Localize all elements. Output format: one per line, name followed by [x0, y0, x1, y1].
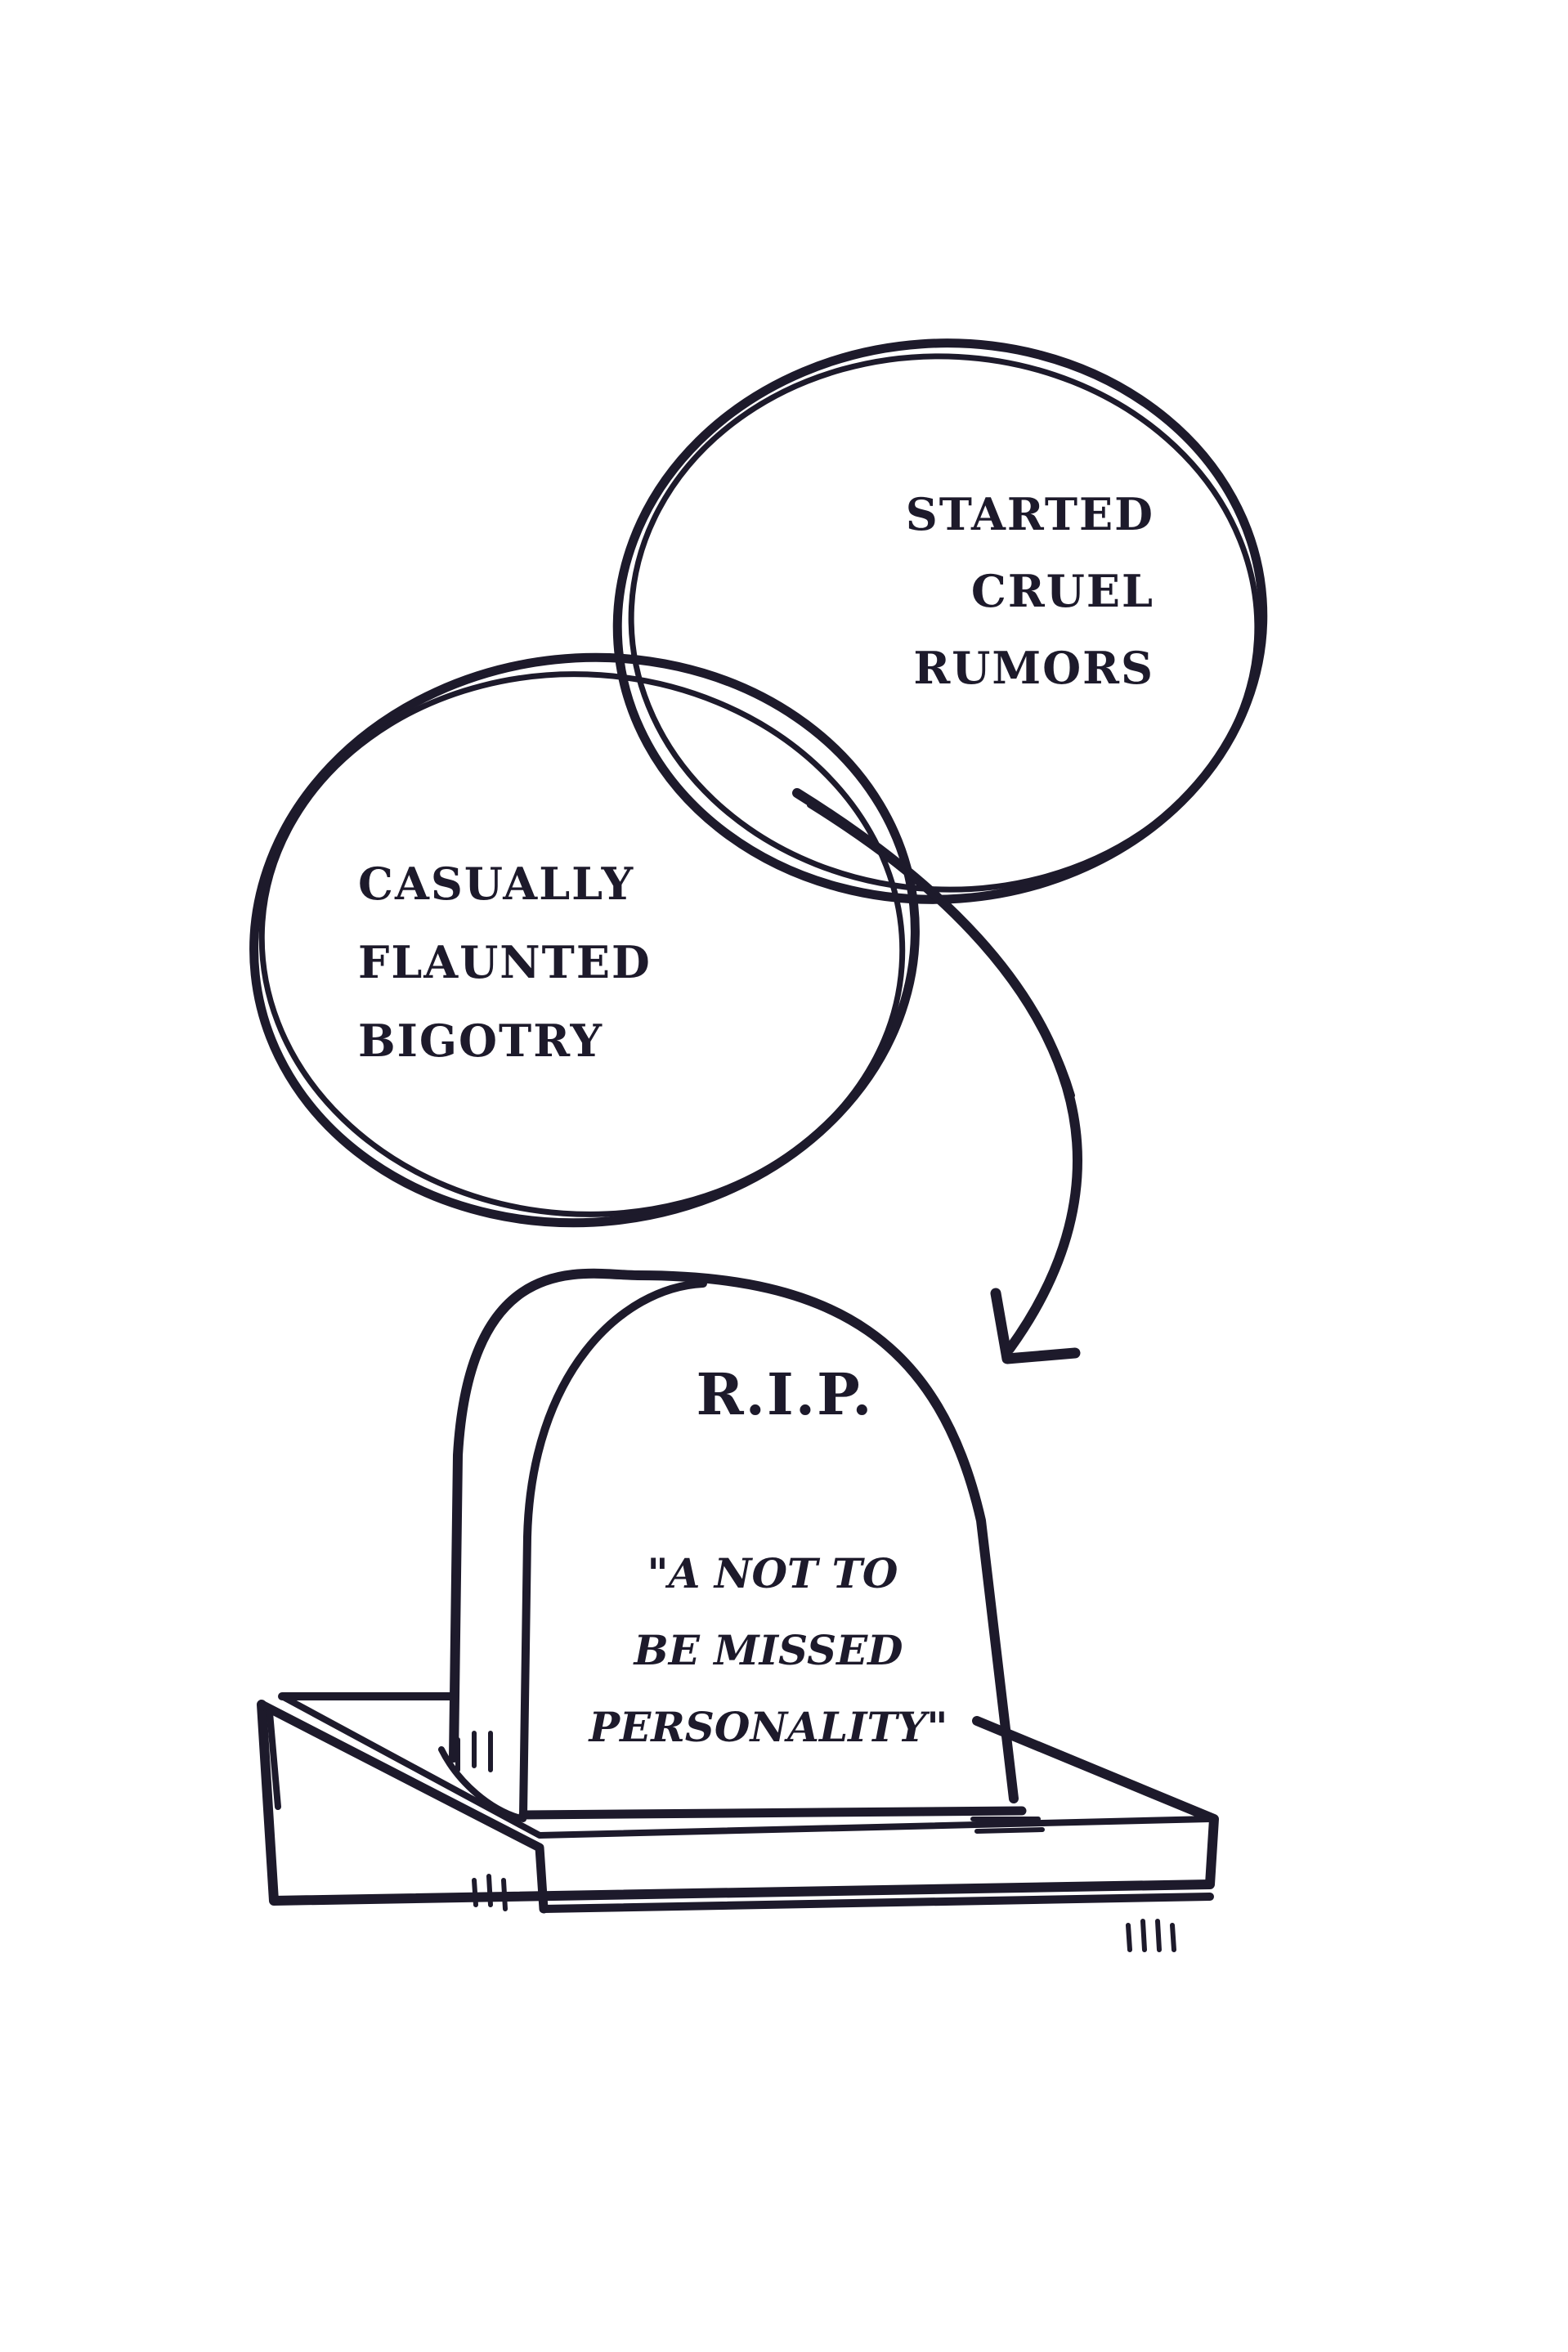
epitaph-line-1: "A NOT TO — [647, 1549, 898, 1597]
arrow — [792, 788, 1082, 1364]
tombstone-heading: R.I.P. — [696, 1360, 873, 1428]
left-circle-line-2: FLAUNTED — [358, 936, 652, 988]
right-circle — [612, 338, 1268, 904]
right-circle-line-2: CRUEL — [971, 565, 1154, 617]
left-circle-line-3: BIGOTRY — [358, 1015, 603, 1067]
right-circle-line-3: RUMORS — [913, 642, 1154, 694]
epitaph-line-2: BE MISSED — [632, 1626, 903, 1674]
epitaph-line-3: PERSONALITY" — [588, 1703, 948, 1751]
left-circle — [249, 652, 920, 1228]
left-circle-line-1: CASUALLY — [358, 858, 634, 910]
tombstone — [257, 1268, 1219, 1952]
right-circle-line-1: STARTED — [906, 488, 1154, 540]
